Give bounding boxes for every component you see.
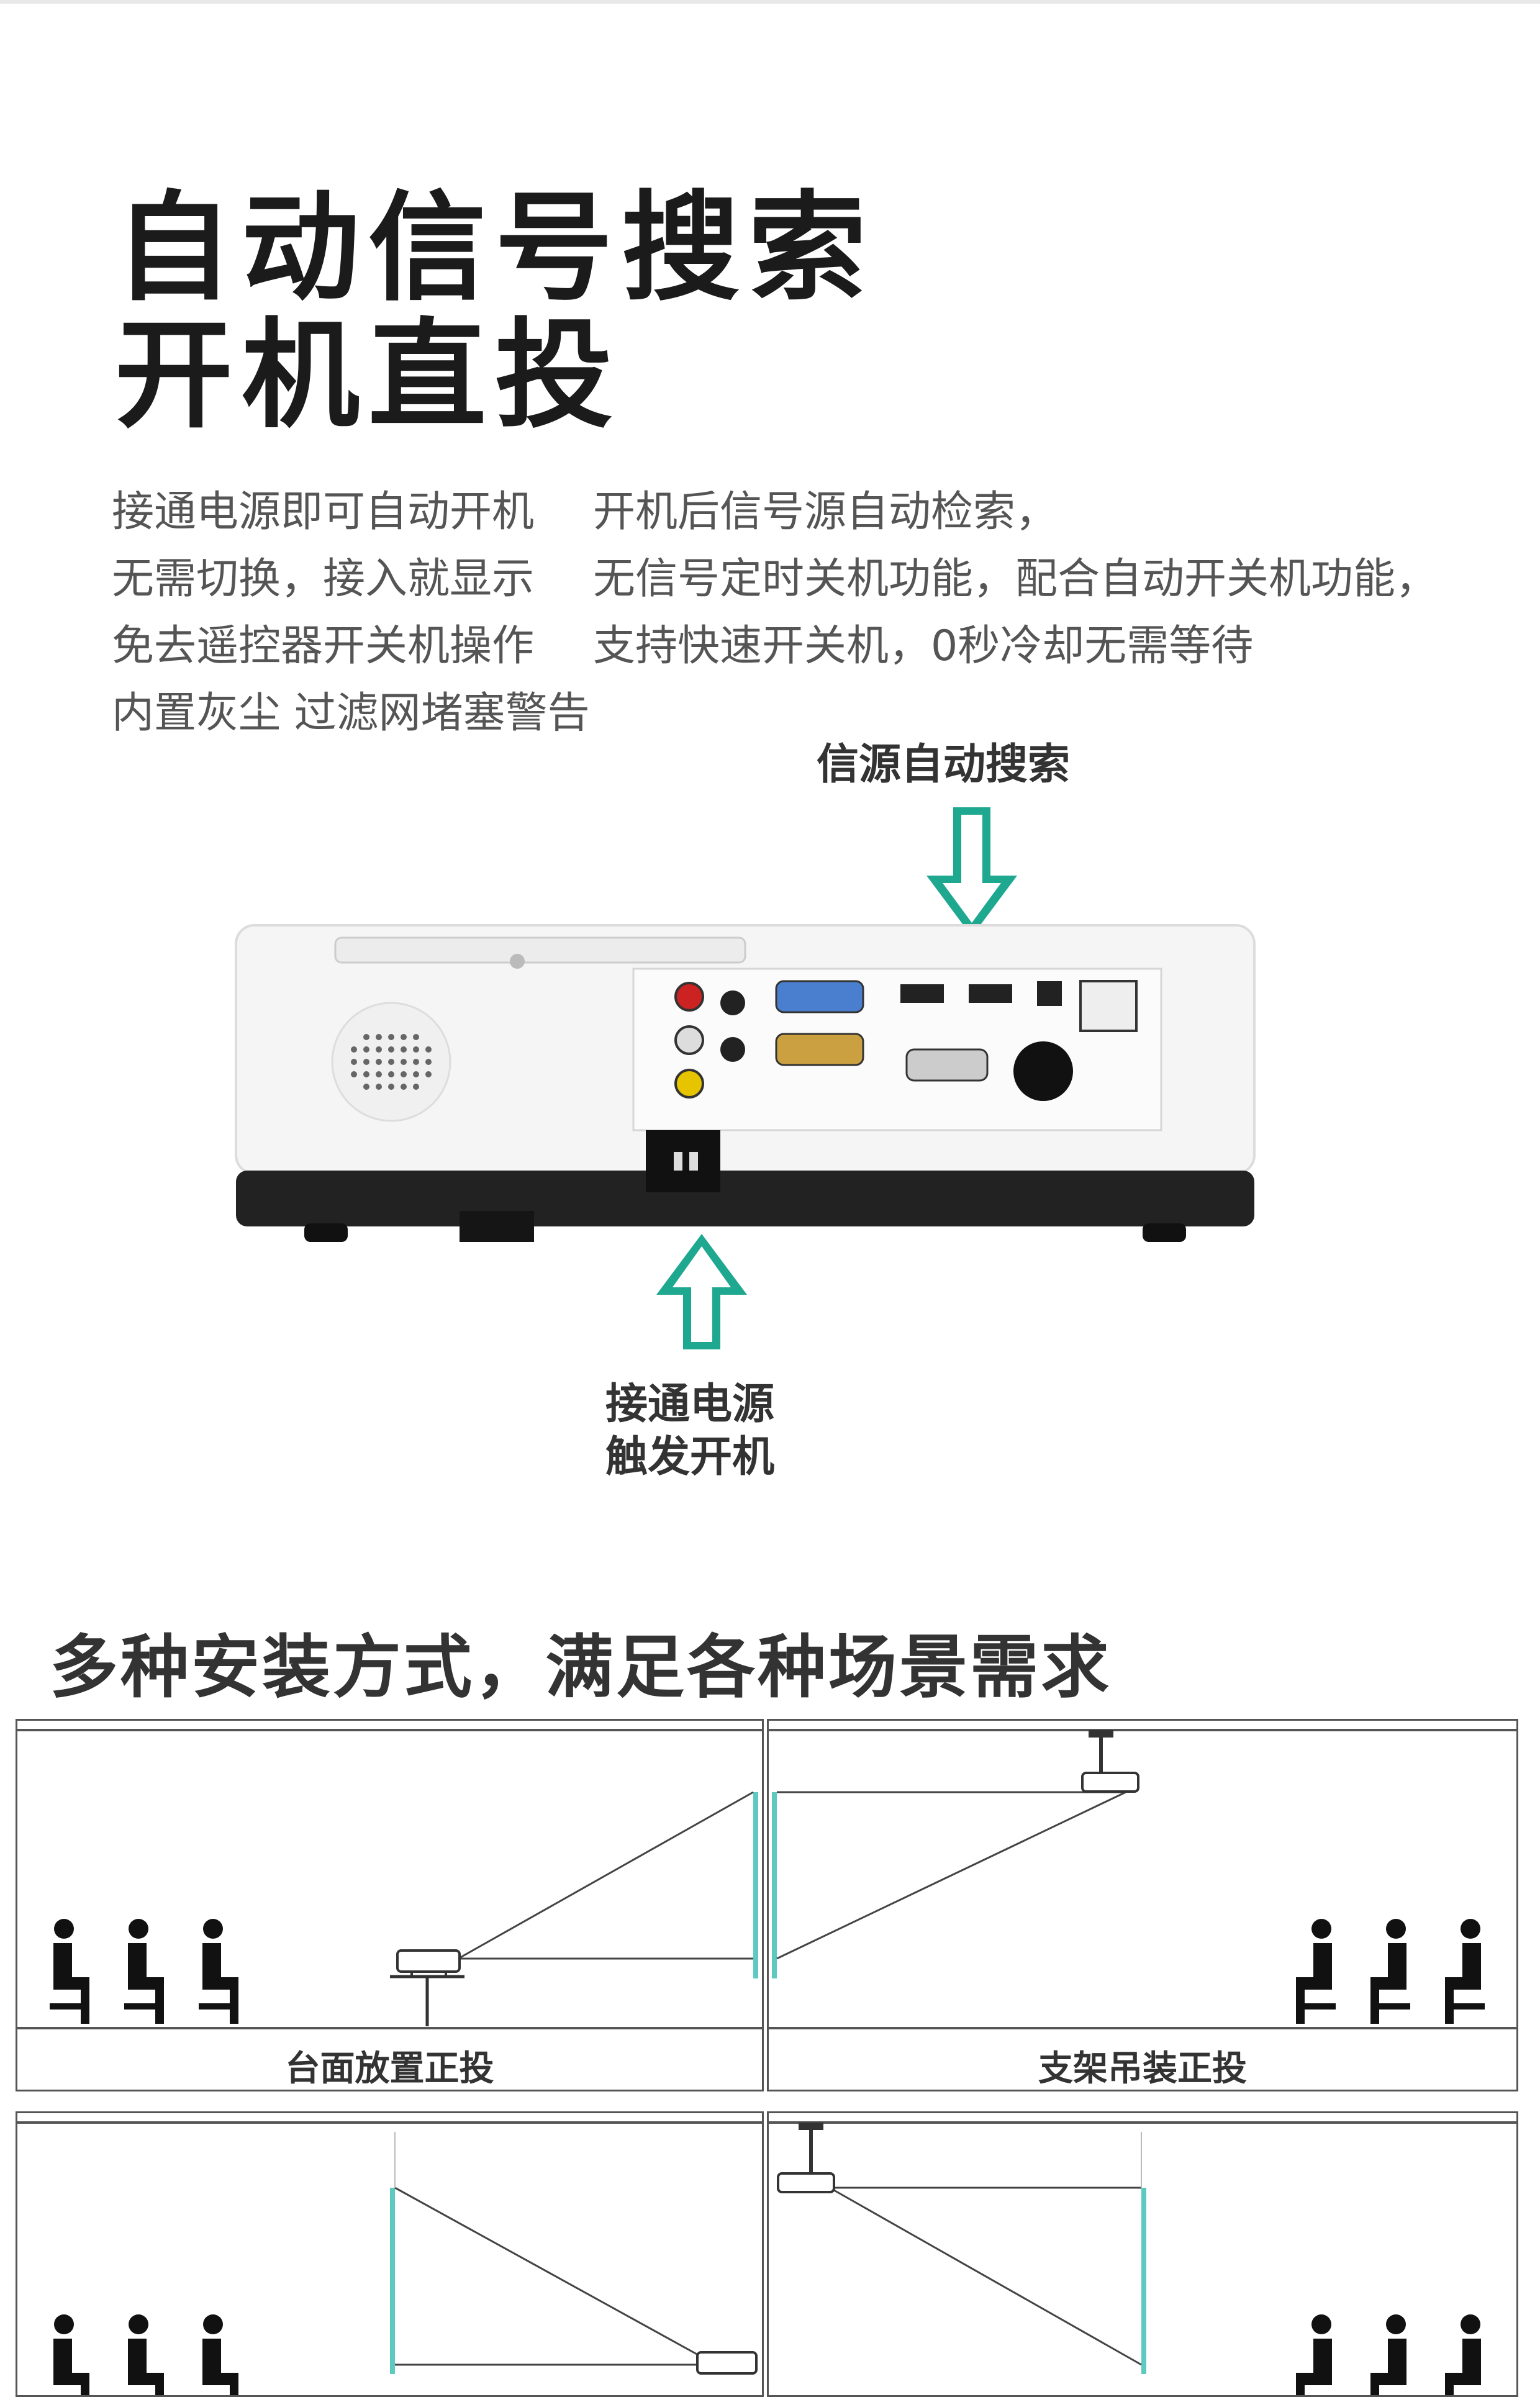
install-panel-tabletop-rear: [16, 2111, 764, 2397]
projector-icon: [777, 2172, 835, 2193]
feature-list-left: 接通电源即可自动开机 无需切换，接入就显示 免去遥控器开关机操作 内置灰尘 过滤…: [112, 487, 590, 738]
arrow-up-icon: [655, 1233, 748, 1351]
feature-item: 接通电源即可自动开机: [112, 487, 535, 537]
feature-list-right: 开机后信号源自动检索， 无信号定时关机功能，配合自动开关机功能， 支持快速开关机…: [593, 487, 1438, 671]
install-panel-tabletop: 台面放置正投: [16, 1719, 764, 2091]
projector-rear-image: [230, 919, 1261, 1254]
audience-icon: [53, 2314, 238, 2395]
install-panel-caption: 台面放置正投: [285, 2049, 494, 2089]
feature-item: 免去遥控器开关机操作: [112, 622, 535, 671]
install-panel-ceiling-rear: [767, 2111, 1518, 2397]
headline-line-2: 开机直投: [115, 307, 622, 444]
callout-source-search: 信源自动搜索: [817, 740, 1071, 789]
install-section-title: 多种安装方式，满足各种场景需求: [50, 1628, 1112, 1707]
top-divider: [0, 0, 1540, 4]
feature-item: 无需切换，接入就显示: [112, 555, 535, 604]
feature-item: 支持快速开关机，0秒冷却无需等待: [593, 622, 1254, 671]
audience-icon: [1296, 1919, 1485, 2024]
headline-line-1: 自动信号搜索: [115, 179, 876, 317]
feature-item: 无信号定时关机功能，配合自动开关机功能，: [593, 555, 1438, 604]
install-panel-ceiling: 支架吊装正投: [767, 1719, 1518, 2091]
feature-item: 开机后信号源自动检索，: [593, 487, 1058, 537]
install-panel-caption: 支架吊装正投: [1038, 2049, 1247, 2089]
projector-icon: [1081, 1772, 1139, 1793]
projector-icon: [396, 1949, 461, 1977]
audience-icon: [50, 1919, 238, 2024]
feature-item: 内置灰尘 过滤网堵塞警告: [112, 689, 590, 738]
callout-power-on-line-1: 接通电源: [605, 1380, 775, 1429]
arrow-down-icon: [925, 807, 1018, 938]
projector-icon: [696, 2351, 758, 2375]
callout-power-on-line-2: 触发开机: [605, 1433, 775, 1482]
audience-icon: [1296, 2314, 1481, 2395]
